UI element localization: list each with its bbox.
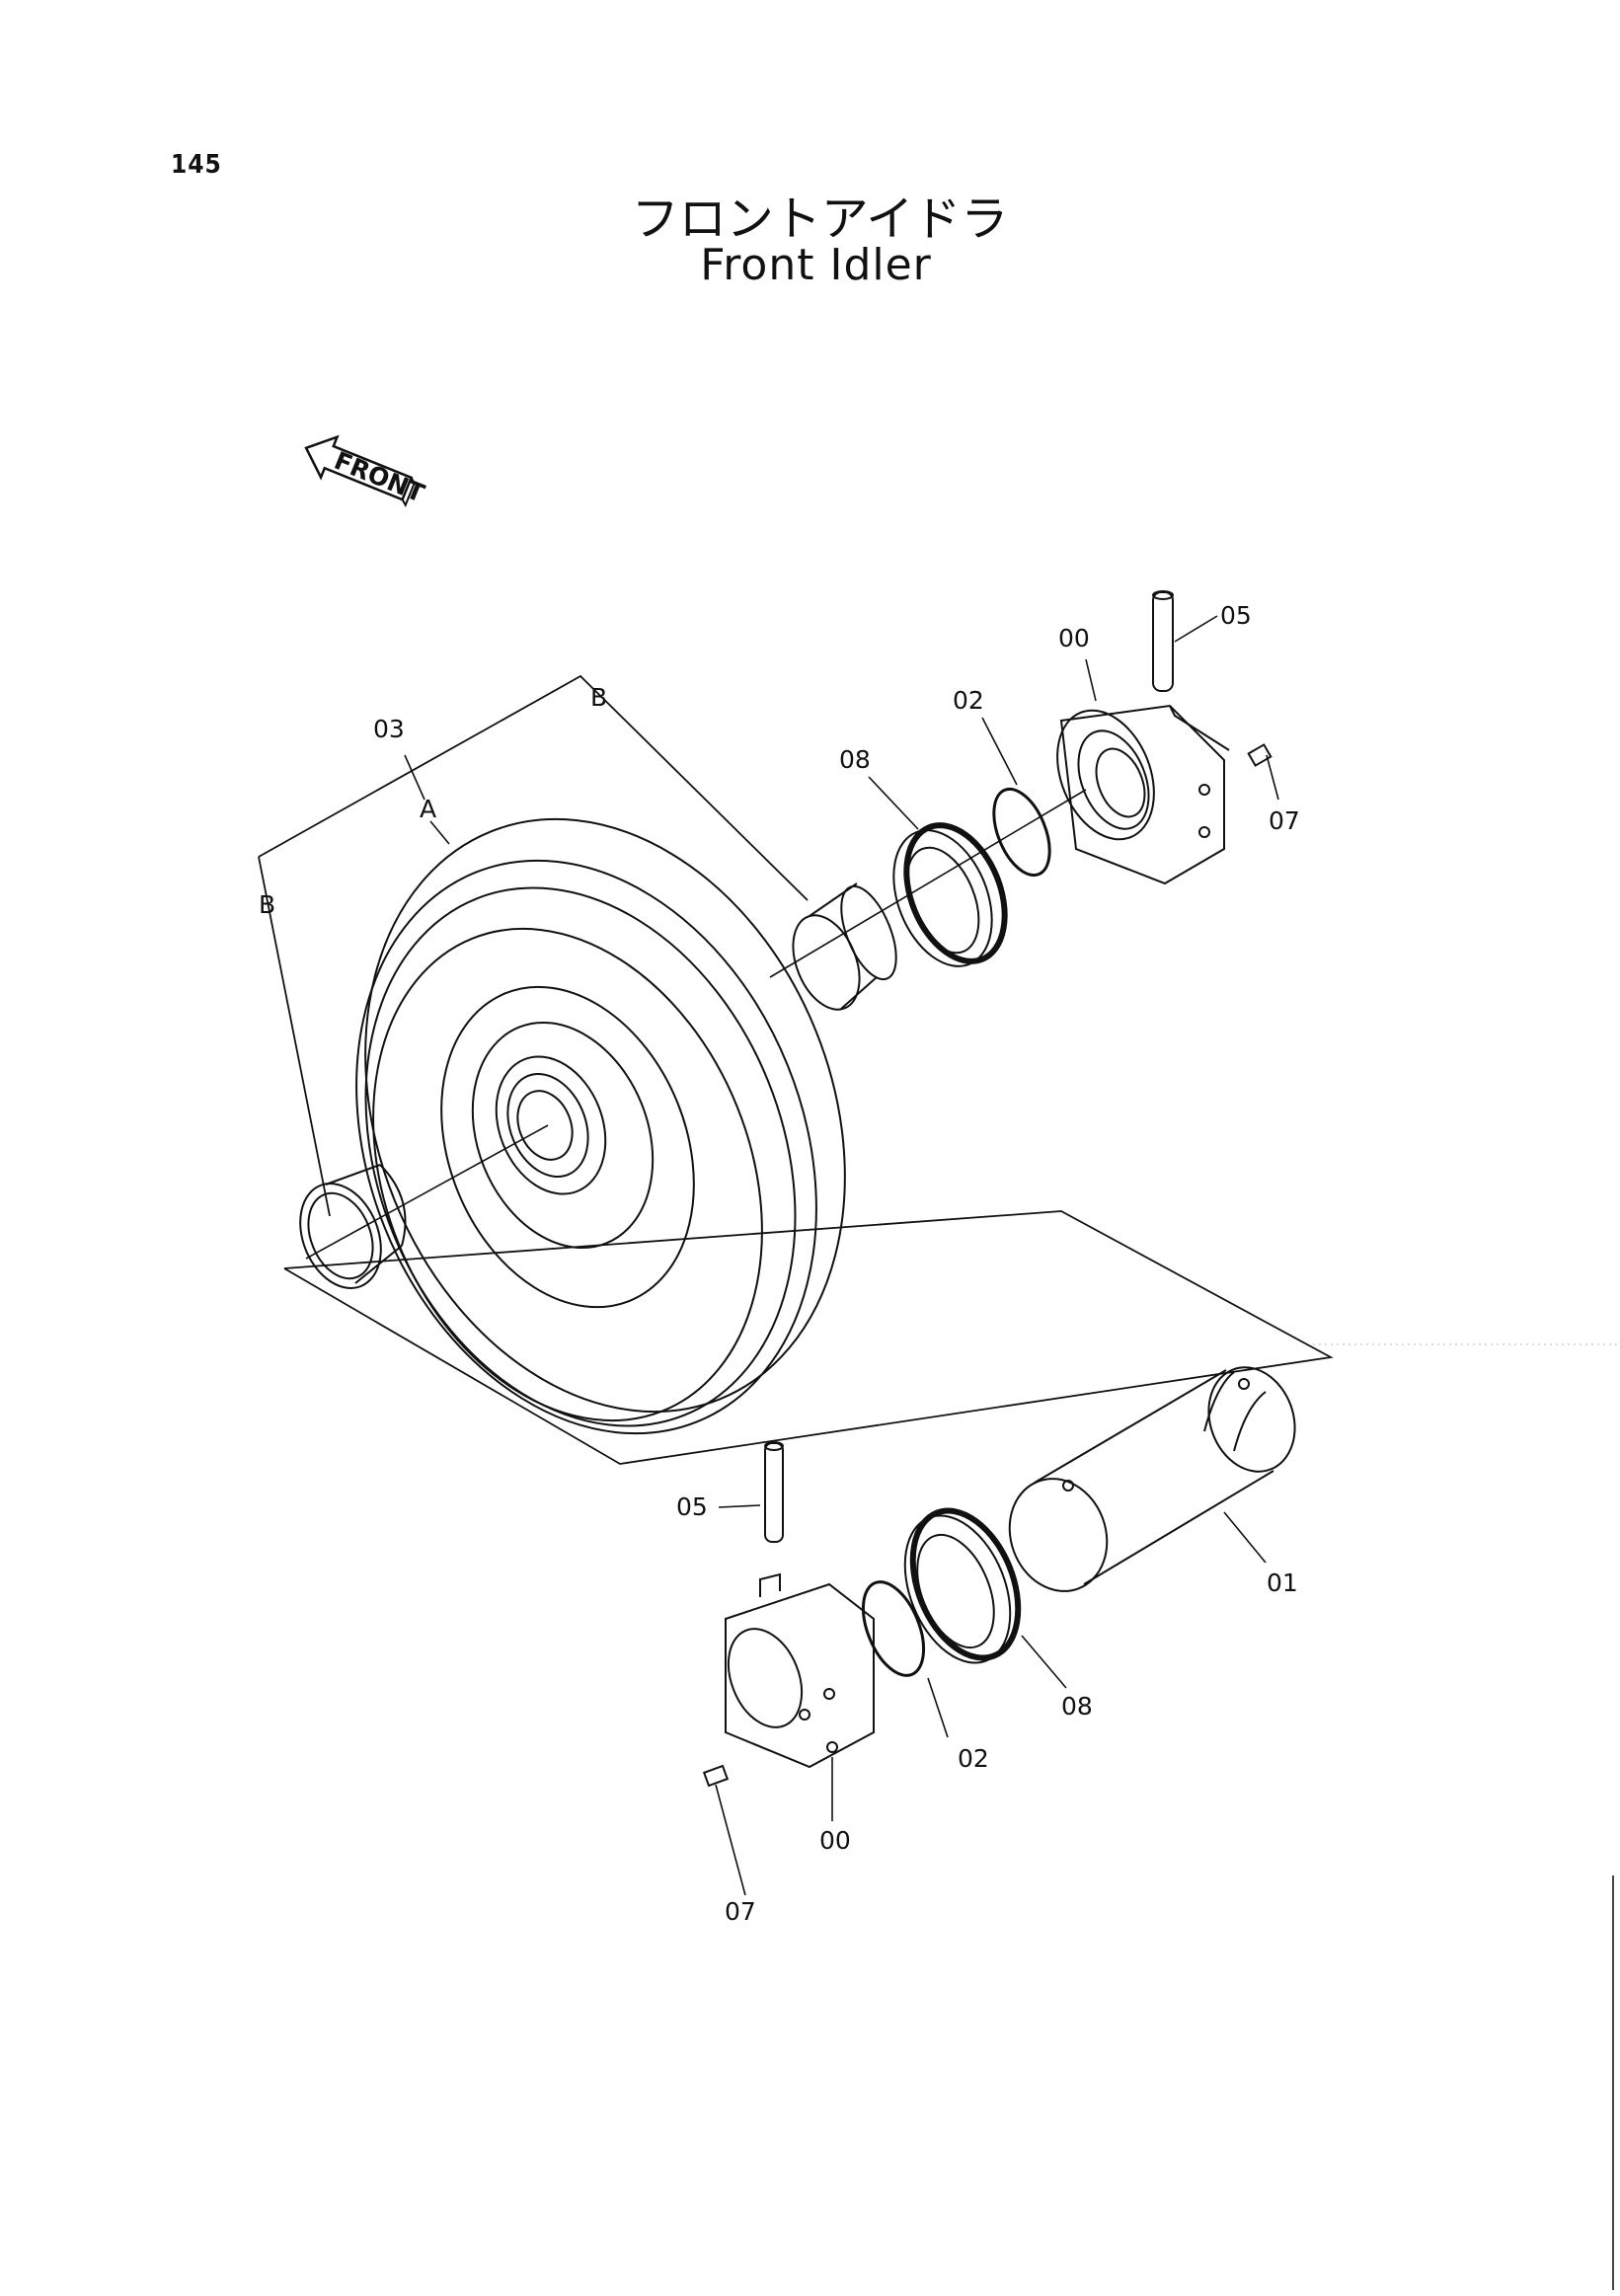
label-02-top: 02 <box>953 686 984 715</box>
label-b-top: B <box>590 683 607 712</box>
o-ring-02-top <box>992 787 1051 878</box>
label-03: 03 <box>373 715 405 743</box>
upper-assembly-bracket <box>258 674 809 1217</box>
o-ring-02-bottom <box>861 1580 926 1677</box>
title-japanese: フロントアイドラ <box>631 191 1009 247</box>
label-02-bottom: 02 <box>958 1744 989 1773</box>
label-07-bottom: 07 <box>725 1897 756 1926</box>
pin-05-bottom <box>764 1441 784 1543</box>
lower-assembly-bracket <box>283 1210 1334 1465</box>
support-00-top <box>1056 704 1230 885</box>
screw-07-top <box>1247 743 1273 767</box>
screw-07-bottom <box>702 1764 730 1788</box>
pin-05-top <box>1152 590 1174 692</box>
label-08-bottom: 08 <box>1061 1692 1093 1721</box>
axle-centerline <box>305 789 1087 1260</box>
label-01: 01 <box>1267 1569 1298 1597</box>
idler-wheel-03 <box>355 817 846 1435</box>
floating-seal-08-bottom <box>903 1507 1022 1664</box>
front-arrow-icon: FRONT <box>304 434 428 508</box>
label-08-top: 08 <box>839 745 871 774</box>
scan-edge-marks <box>1313 1343 1620 2290</box>
title-english: Front Idler <box>700 240 932 290</box>
floating-seal-08-top <box>892 822 1008 967</box>
label-00-top: 00 <box>1058 624 1090 652</box>
label-05-bottom: 05 <box>676 1492 708 1521</box>
front-arrow-label: FRONT <box>331 446 428 508</box>
label-a: A <box>420 795 436 823</box>
shaft-01 <box>1008 1366 1296 1592</box>
bushing-right <box>792 882 897 1011</box>
support-00-bottom <box>725 1572 875 1769</box>
label-00-bottom: 00 <box>819 1826 851 1855</box>
label-05-top: 05 <box>1220 601 1252 630</box>
label-b-left: B <box>259 890 275 919</box>
label-07-top: 07 <box>1269 806 1300 835</box>
callout-leaders <box>404 615 1279 1896</box>
part-labels: 00 05 02 08 07 03 A B B 05 01 08 02 00 0… <box>259 601 1300 1926</box>
page-number: 145 <box>171 150 222 180</box>
